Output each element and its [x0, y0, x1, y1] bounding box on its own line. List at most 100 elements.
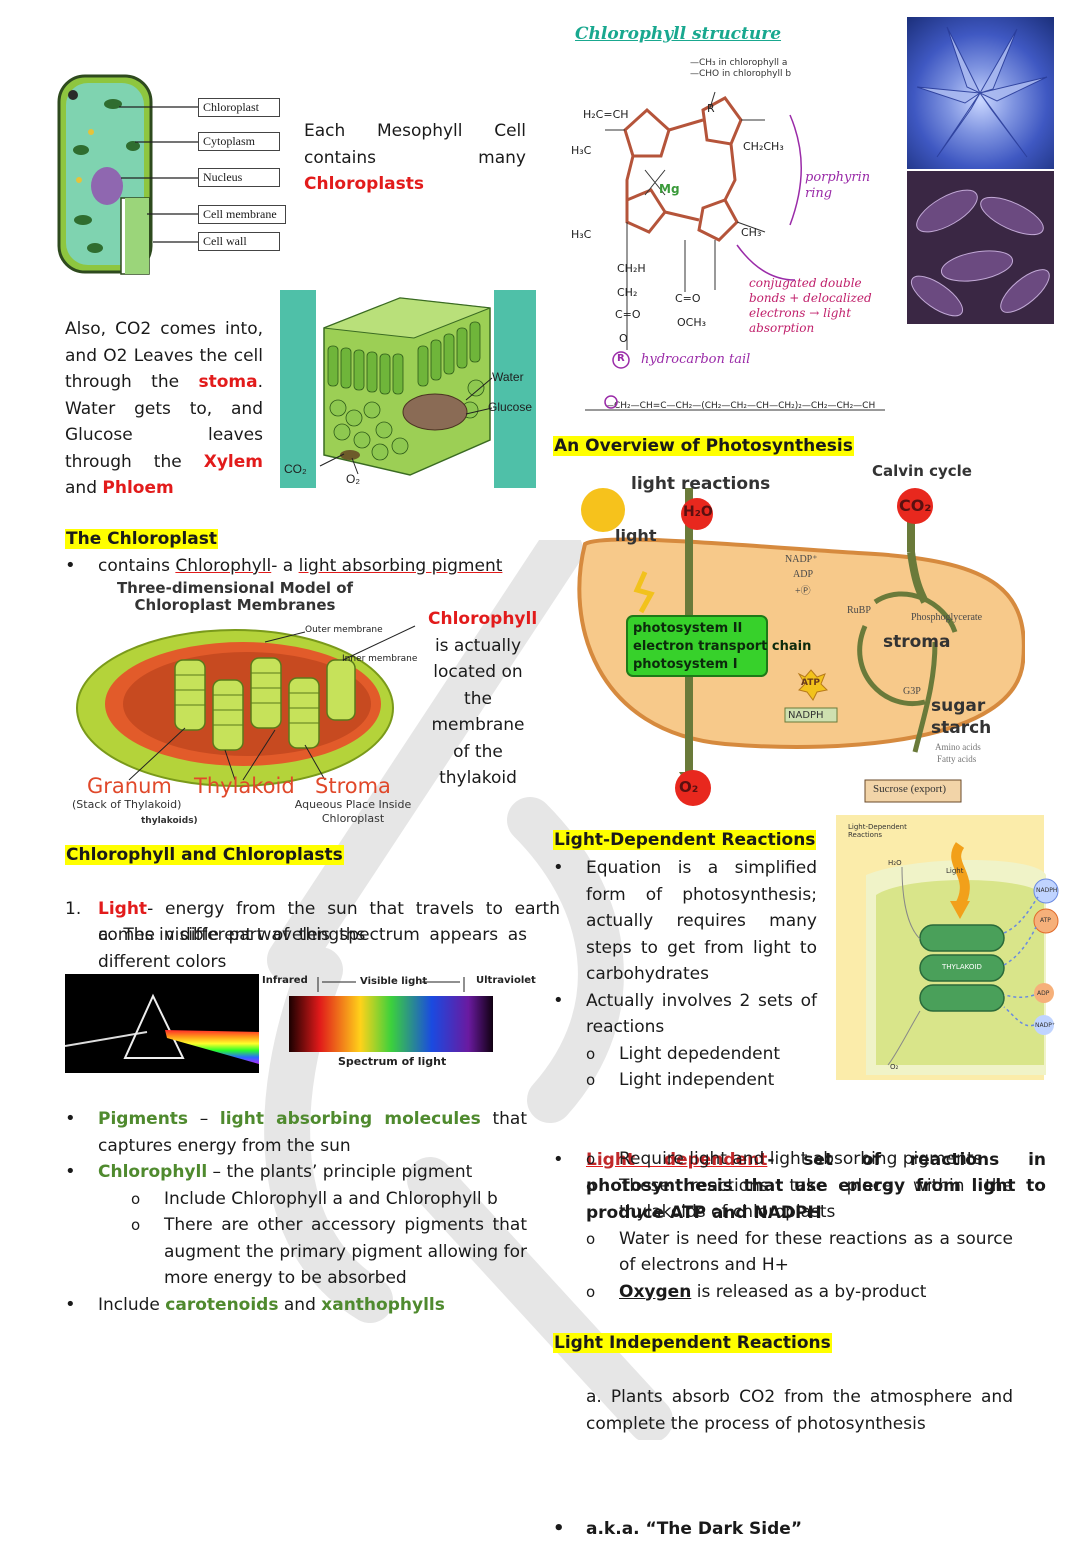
lir-bullet: a.k.a. “The Dark Side” — [553, 1516, 1046, 1543]
visible-light-label: Visible light — [360, 976, 428, 987]
svg-text:R: R — [707, 102, 715, 115]
tail-label: hydrocarbon tail — [641, 352, 751, 367]
cc-bullets: Pigments – light absorbing molecules tha… — [65, 1106, 527, 1318]
ldr-subitems: Require light and light absorbing pigmen… — [586, 1146, 1013, 1305]
overview-diagram — [577, 488, 1026, 806]
prism-image — [65, 974, 259, 1073]
ov-sucrose: Sucrose (export) — [873, 783, 947, 795]
label-nucleus: Nucleus — [198, 168, 280, 187]
chlorophyll-subitems: Include Chlorophyll a and Chlorophyll b … — [65, 1186, 527, 1292]
pigments-bullet: Pigments – light absorbing molecules tha… — [65, 1106, 527, 1159]
outer-membrane-label: Outer membrane — [305, 625, 383, 635]
svg-text:—CH₂—CH=C—CH₂—(CH₂—CH₂—CH—CH₂): —CH₂—CH=C—CH₂—(CH₂—CH₂—CH—CH₂)₂—CH₂—CH₂—… — [605, 401, 875, 411]
ov-nadp: NADP⁺ — [785, 554, 818, 565]
svg-text:C=O: C=O — [615, 308, 641, 321]
ov-adp: ADP — [793, 569, 814, 580]
chlorophyll-sub-1: Include Chlorophyll a and Chlorophyll b — [131, 1186, 527, 1213]
ov-light: light — [615, 526, 657, 545]
label-cytoplasm: Cytoplasm — [198, 132, 280, 151]
purple-leaves-drawing — [910, 189, 1050, 317]
ldr-sub-t2: These reactions take place within the th… — [586, 1173, 1013, 1226]
light-dependent-figure: Light-Dependent Reactions H₂O Light THYL… — [836, 815, 1066, 1082]
ldr-sub-1: Light depedendent — [586, 1041, 817, 1068]
thylakoid-label: Thylakoid — [194, 774, 295, 798]
ldr-bullet-2: Actually involves 2 sets of reactions — [553, 988, 817, 1041]
chloroplast-3d-model-figure: Three-dimensional Model of Chloroplast M… — [65, 580, 420, 830]
ldr-heading: Light-Dependent Reactions — [553, 830, 817, 850]
chlorophyll-sub-2: There are other accessory pigments that … — [131, 1212, 527, 1292]
cc-heading: Chlorophyll and Chloroplasts — [65, 845, 344, 865]
ov-nadph: NADPH — [788, 710, 824, 721]
ov-photosystems: photosystem II electron transport chain … — [633, 621, 812, 672]
stoma-paragraph: Also, CO2 comes into, and O2 Leaves the … — [65, 319, 263, 498]
ov-light-reactions: light reactions — [631, 474, 771, 494]
spectrum-figure: Infrared Visible light Ultraviolet Spect… — [262, 972, 536, 1072]
ldr-fig-atp: ATP — [1040, 917, 1051, 924]
thylakoids-sub-label: thylakoids) — [141, 816, 198, 826]
ov-fatty: Fatty acids — [937, 754, 977, 764]
photosynthesis-overview-figure: light reactions Calvin cycle H₂O CO₂ lig… — [575, 462, 1026, 810]
r-label: R — [617, 353, 625, 364]
chloroplasts-highlight: Chloroplasts — [304, 174, 424, 194]
ov-calvin-cycle: Calvin cycle — [872, 462, 972, 480]
chlorophyll-note: —CH₃ in chlorophyll a —CHO in chlorophyl… — [690, 58, 792, 79]
svg-text:O: O — [619, 332, 628, 345]
svg-text:CH₃: CH₃ — [741, 226, 761, 239]
ov-h2o: H₂O — [683, 504, 713, 520]
chlorophyll-structure-figure: Chlorophyll structure —CH₃ in chlorophyl… — [565, 20, 895, 425]
ldr-sub-t4: Oxygen is released as a by-product — [586, 1279, 1013, 1306]
overview-heading: An Overview of Photosynthesis — [553, 436, 854, 456]
ldr-fig-adp: ADP — [1037, 990, 1050, 997]
chlorophyll-structure-title: Chlorophyll structure — [575, 24, 782, 44]
mesophyll-text: Each Mesophyll Cell contains many Chloro… — [304, 121, 526, 194]
leaf-label-co2: CO₂ — [284, 462, 307, 476]
granum-sub-label: (Stack of Thylakoid) — [72, 798, 182, 811]
ov-o2: O₂ — [679, 778, 699, 796]
chloroplast-3d-diagram — [76, 625, 416, 787]
ldr-bullets-top: Equation is a simplified form of photosy… — [553, 855, 817, 1094]
ldr-fig-nadp: NADP⁺ — [1035, 1022, 1055, 1029]
chlorophyll-molecule-diagram: H₂C=CH H₃C CH₂CH₃ H₃C CH₃ CH₂H CH₂ C=O O… — [571, 91, 885, 411]
ldr-fig-title: Light-Dependent Reactions — [848, 823, 907, 839]
ldr-fig-thylakoid: THYLAKOID — [942, 963, 982, 971]
ldr-fig-o2: O₂ — [890, 1063, 899, 1071]
plant-cell-diagram — [57, 74, 198, 275]
ldr-sub-t1: Require light and light absorbing pigmen… — [586, 1146, 1013, 1173]
stroma-sub-label: Aqueous Place Inside Chloroplast — [294, 798, 412, 825]
svg-text:H₃C: H₃C — [571, 144, 592, 157]
leaf-label-water: Water — [492, 370, 524, 384]
ldr-sub-2: Light independent — [586, 1067, 817, 1094]
ov-g3p: G3P — [903, 686, 921, 697]
succulent-photo — [907, 17, 1054, 169]
spectrum-drawing — [289, 977, 493, 1052]
svg-text:CH₂: CH₂ — [617, 286, 637, 299]
chlorophyll-bullet: Chlorophyll – the plants’ principle pigm… — [65, 1159, 527, 1186]
ov-pi: +Ⓟ — [795, 586, 811, 597]
ov-sugar: sugar — [931, 696, 986, 716]
plant-cell-figure: Chloroplast Cytoplasm Nucleus Cell membr… — [55, 70, 286, 280]
svg-text:C=O: C=O — [675, 292, 701, 305]
ldr-fig-light: Light — [946, 867, 964, 875]
ldr-diagram — [836, 815, 1059, 1080]
ultraviolet-label: Ultraviolet — [476, 975, 536, 986]
cc-item-1a: a. The visible part of this spectrum app… — [98, 925, 527, 972]
purple-plant-photo — [907, 171, 1054, 324]
chloroplast-bullet: contains Chlorophyll- a light absorbing … — [65, 553, 558, 580]
prism-drawing — [65, 993, 259, 1064]
model-title: Three-dimensional Model of Chloroplast M… — [116, 579, 354, 614]
ldr-fig-nadph: NADPH — [1036, 887, 1058, 894]
chlorophyll-location-note: Chlorophyll is actually located on the m… — [428, 609, 538, 788]
svg-text:OCH₃: OCH₃ — [677, 316, 706, 329]
spectrum-caption: Spectrum of light — [338, 1055, 447, 1068]
label-chloroplast: Chloroplast — [198, 98, 280, 117]
porphyrin-label: porphyrin ring — [805, 170, 871, 201]
leaf-label-glucose: Glucose — [488, 400, 533, 414]
carotenoids-bullet: Include carotenoids and xanthophylls — [65, 1292, 527, 1319]
succulent-drawing — [916, 26, 1048, 158]
ldr-sub-t3: Water is need for these reactions as a s… — [586, 1226, 1013, 1279]
ov-rubp: RuBP — [847, 605, 871, 616]
infrared-label: Infrared — [262, 975, 308, 986]
lir-heading: Light Independent Reactions — [553, 1333, 832, 1353]
leaf-cross-section-figure: Water Glucose CO₂ O₂ — [280, 290, 536, 488]
ov-amino: Amino acids — [935, 742, 981, 752]
